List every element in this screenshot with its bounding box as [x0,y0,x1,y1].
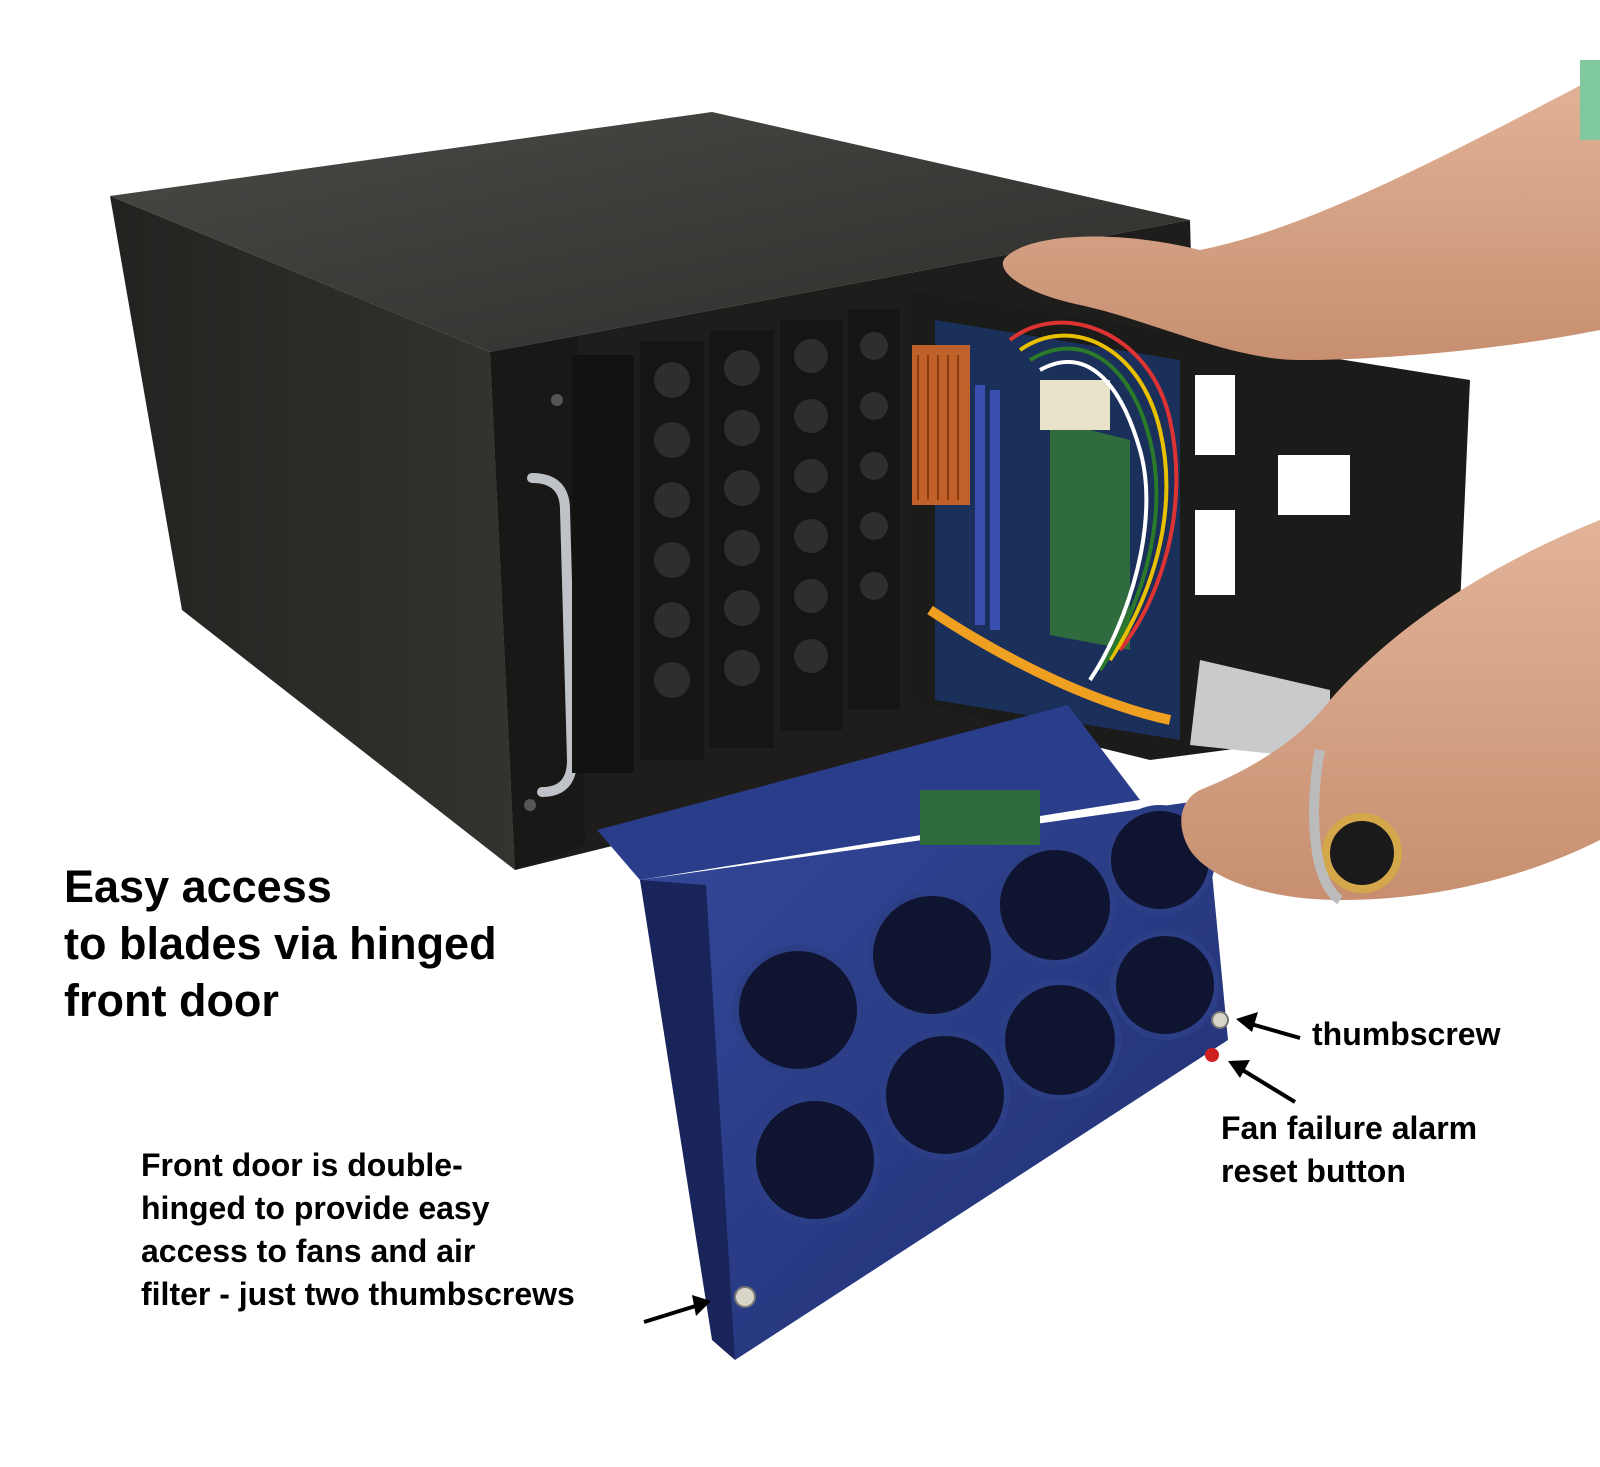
blade-slots [572,310,900,773]
front-door-callout-line: Front door is double- [141,1147,463,1183]
alarm-board [920,790,1040,845]
headline-callout: Easy access to blades via hinged front d… [64,858,497,1029]
thumbscrew-top [1211,1011,1229,1029]
hard-drive [1190,660,1330,760]
thumbscrew-bottom [734,1286,756,1308]
headline-line: front door [64,975,279,1026]
front-door-callout-line: access to fans and air [141,1233,476,1269]
chassis-handle [527,473,578,797]
alarm-reset-button [1205,1048,1219,1062]
technician-hands [1002,60,1600,905]
headline-line: to blades via hinged [64,918,497,969]
headline-line: Easy access [64,861,332,912]
circuit-board [1050,420,1130,650]
front-door-callout-line: hinged to provide easy [141,1190,490,1226]
arrow-thumbscrew-top-icon [1236,1012,1301,1040]
front-door-callout: Front door is double- hinged to provide … [141,1144,575,1316]
front-door-callout-line: filter - just two thumbscrews [141,1276,575,1312]
callout-arrows [643,1012,1301,1324]
thumbscrew-callout-line: thumbscrew [1312,1016,1501,1052]
front-door [597,705,1228,1360]
arrow-alarm-reset-icon [1228,1060,1297,1104]
arrow-thumbscrew-bottom-icon [643,1295,711,1324]
heatsink [912,345,970,505]
alarm-reset-callout-line: Fan failure alarm [1221,1110,1478,1146]
open-blade [905,290,1470,760]
alarm-reset-callout: Fan failure alarm reset button [1221,1107,1477,1193]
wristwatch-icon [1309,749,1402,905]
alarm-reset-callout-line: reset button [1221,1153,1406,1189]
cable-bundle [927,320,1179,725]
thumbscrew-callout: thumbscrew [1312,1014,1500,1054]
